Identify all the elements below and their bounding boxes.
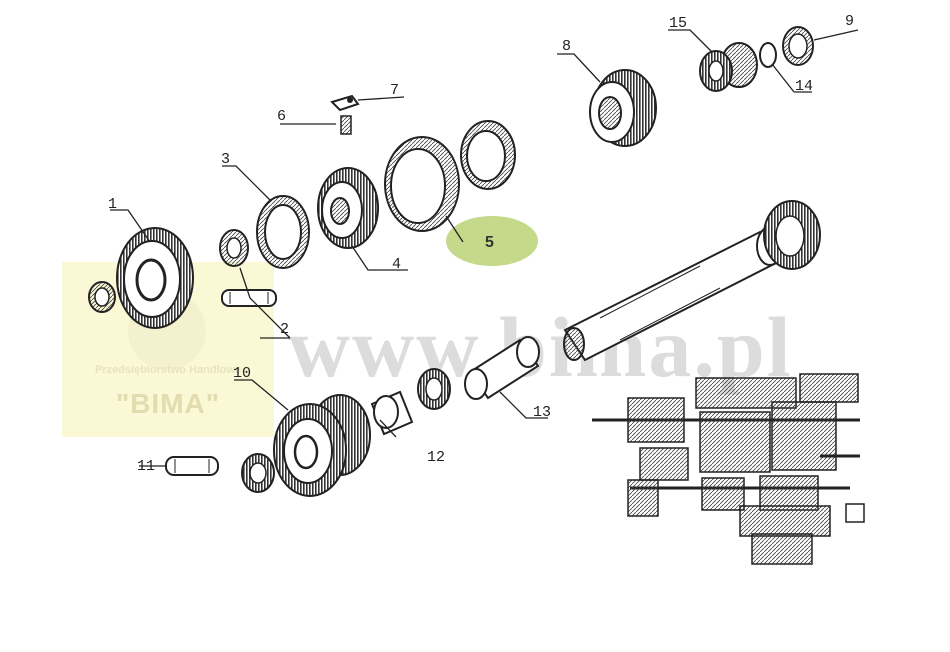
leader-lines [110,29,859,467]
assembly-inset-drawing [592,373,865,565]
synchronizer-part-4 [317,167,379,249]
gear-part-1 [116,227,194,329]
washer-part-9 [782,26,814,66]
bearing-left [88,281,116,313]
label-part-7: 7 [390,82,399,99]
pin-part-11 [165,456,219,476]
part-labels: 1 2 3 4 5 6 7 8 9 10 11 12 13 14 15 [108,13,854,475]
detent-part-7 [330,94,360,112]
gear-part-8 [589,69,657,147]
bearing-near-part-13 [417,368,451,410]
ring-part-3 [256,195,310,269]
label-part-15: 15 [669,15,687,32]
label-part-4: 4 [392,256,401,273]
needle-bearing-part-2 [219,229,277,307]
label-part-12: 12 [427,449,445,466]
bushing-part-12 [370,390,414,436]
sleeve-part-13 [464,336,540,400]
label-part-5: 5 [485,234,494,251]
label-part-13: 13 [533,404,551,421]
spring-part-6 [340,115,352,135]
bearing-near-part-11 [241,453,275,493]
label-part-3: 3 [221,151,230,168]
label-part-6: 6 [277,108,286,125]
company-short-name: "BIMA" [115,388,221,419]
company-name: Przedsiębiorstwo Handlowe [94,364,242,376]
label-part-14: 14 [795,78,813,95]
label-part-10: 10 [233,365,251,382]
highlight-part-5 [446,216,538,266]
label-part-11: 11 [137,458,155,475]
label-part-1: 1 [108,196,117,213]
gear-part-10 [273,394,371,497]
circlip-part-14 [759,42,777,68]
label-part-8: 8 [562,38,571,55]
bearing-part-15 [699,42,758,92]
main-shaft [563,200,821,362]
ring-behind-part-5 [460,120,516,190]
sleeve-part-5 [384,136,460,232]
label-part-9: 9 [845,13,854,30]
label-part-2: 2 [280,321,289,338]
